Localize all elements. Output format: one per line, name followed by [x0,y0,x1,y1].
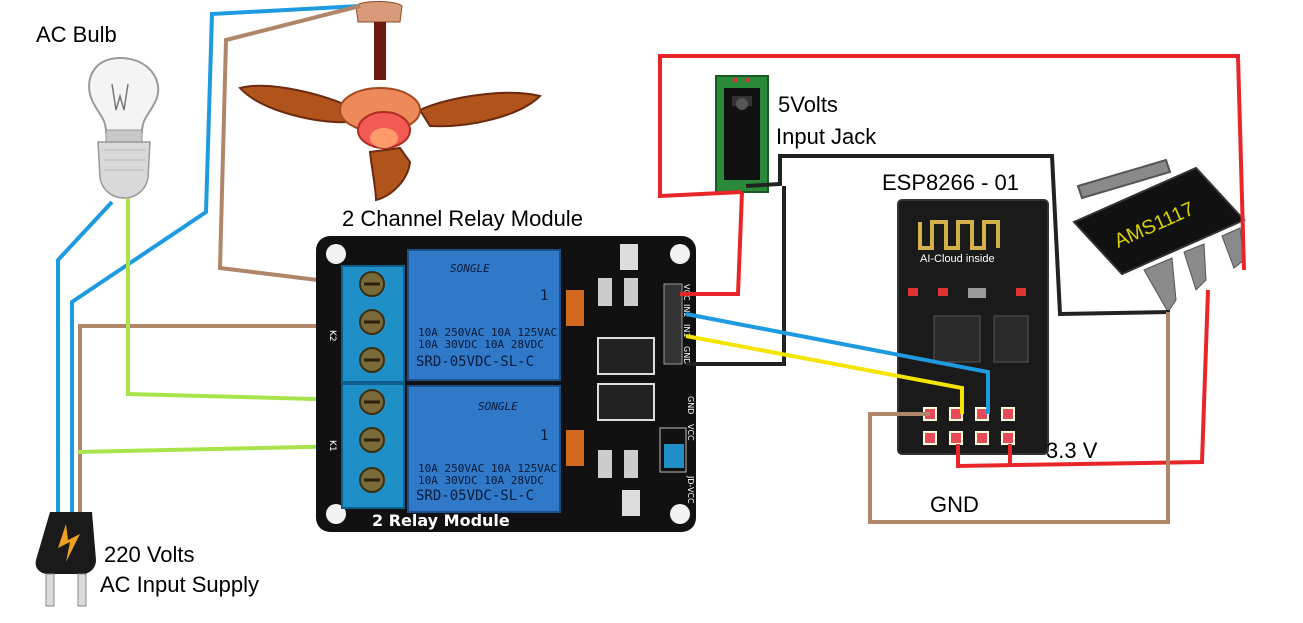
input-jack-label-line2: Input Jack [776,124,877,149]
wire-brown-gnd [868,312,1170,524]
supply-label-line1: 220 Volts [104,542,195,567]
wire-yellow-in2 [685,334,964,414]
esp-title-label: ESP8266 - 01 [882,170,1019,195]
wire-brown-supply [78,324,352,512]
esp-module-icon [897,199,1049,455]
voltage-33-label: 3.3 V [1046,438,1098,463]
wire-black-gnd-relay [686,186,786,366]
terminal-label-k2: K2 [327,330,337,342]
header-pin-in2: IN2 [682,304,691,317]
header-pin-in1: IN1 [682,324,691,337]
jd-pin-jdvcc: JD-VCC [686,475,695,504]
input-jack-label-line1: 5Volts [778,92,838,117]
wire-blue-fan [56,200,114,512]
jd-pin-vcc: VCC [686,424,695,441]
relay2-spec-2: 10A 30VDC 10A 28VDC [418,474,544,487]
wire-black-gnd [745,154,1171,317]
terminal-label-k1: K1 [327,440,337,452]
relay2-brand: SONGLE [478,400,518,413]
jd-pin-gnd: GND [686,396,695,414]
wire-green-supply [77,444,353,454]
wire-blue-fan-2 [70,4,361,512]
wire-blue-in1 [685,312,990,414]
wire-red-jack-top [680,191,744,296]
relay2-num: 1 [540,428,548,444]
wire-green-bulb [126,198,353,402]
plug-icon [35,512,96,607]
esp-brand-label: AI-Cloud inside [920,253,995,265]
relay-module-icon [316,236,696,532]
relay1-spec-1: 10A 250VAC 10A 125VAC [418,326,557,339]
wire-red-33v [956,289,1210,469]
bulb-icon [88,56,160,199]
dc-jack-icon [715,75,769,193]
relay2-model: SRD-05VDC-SL-C [416,488,534,504]
relay1-brand: SONGLE [450,262,490,275]
relay1-num: 1 [540,288,548,304]
relay1-spec-2: 10A 30VDC 10A 28VDC [418,338,544,351]
ac-bulb-label: AC Bulb [36,22,117,47]
relay1-model: SRD-05VDC-SL-C [416,354,534,370]
wire-brown-fan [217,4,361,286]
header-pin-gnd: GND [682,346,691,364]
wire-red-loop [658,54,1246,271]
relay-module-title: 2 Channel Relay Module [342,206,583,231]
gnd-label: GND [930,492,979,517]
regulator-icon [1072,158,1246,313]
supply-label-line2: AC Input Supply [100,572,259,597]
fan-icon [238,1,542,202]
relay-board-label: 2 Relay Module [372,511,510,530]
relay2-spec-1: 10A 250VAC 10A 125VAC [418,462,557,475]
